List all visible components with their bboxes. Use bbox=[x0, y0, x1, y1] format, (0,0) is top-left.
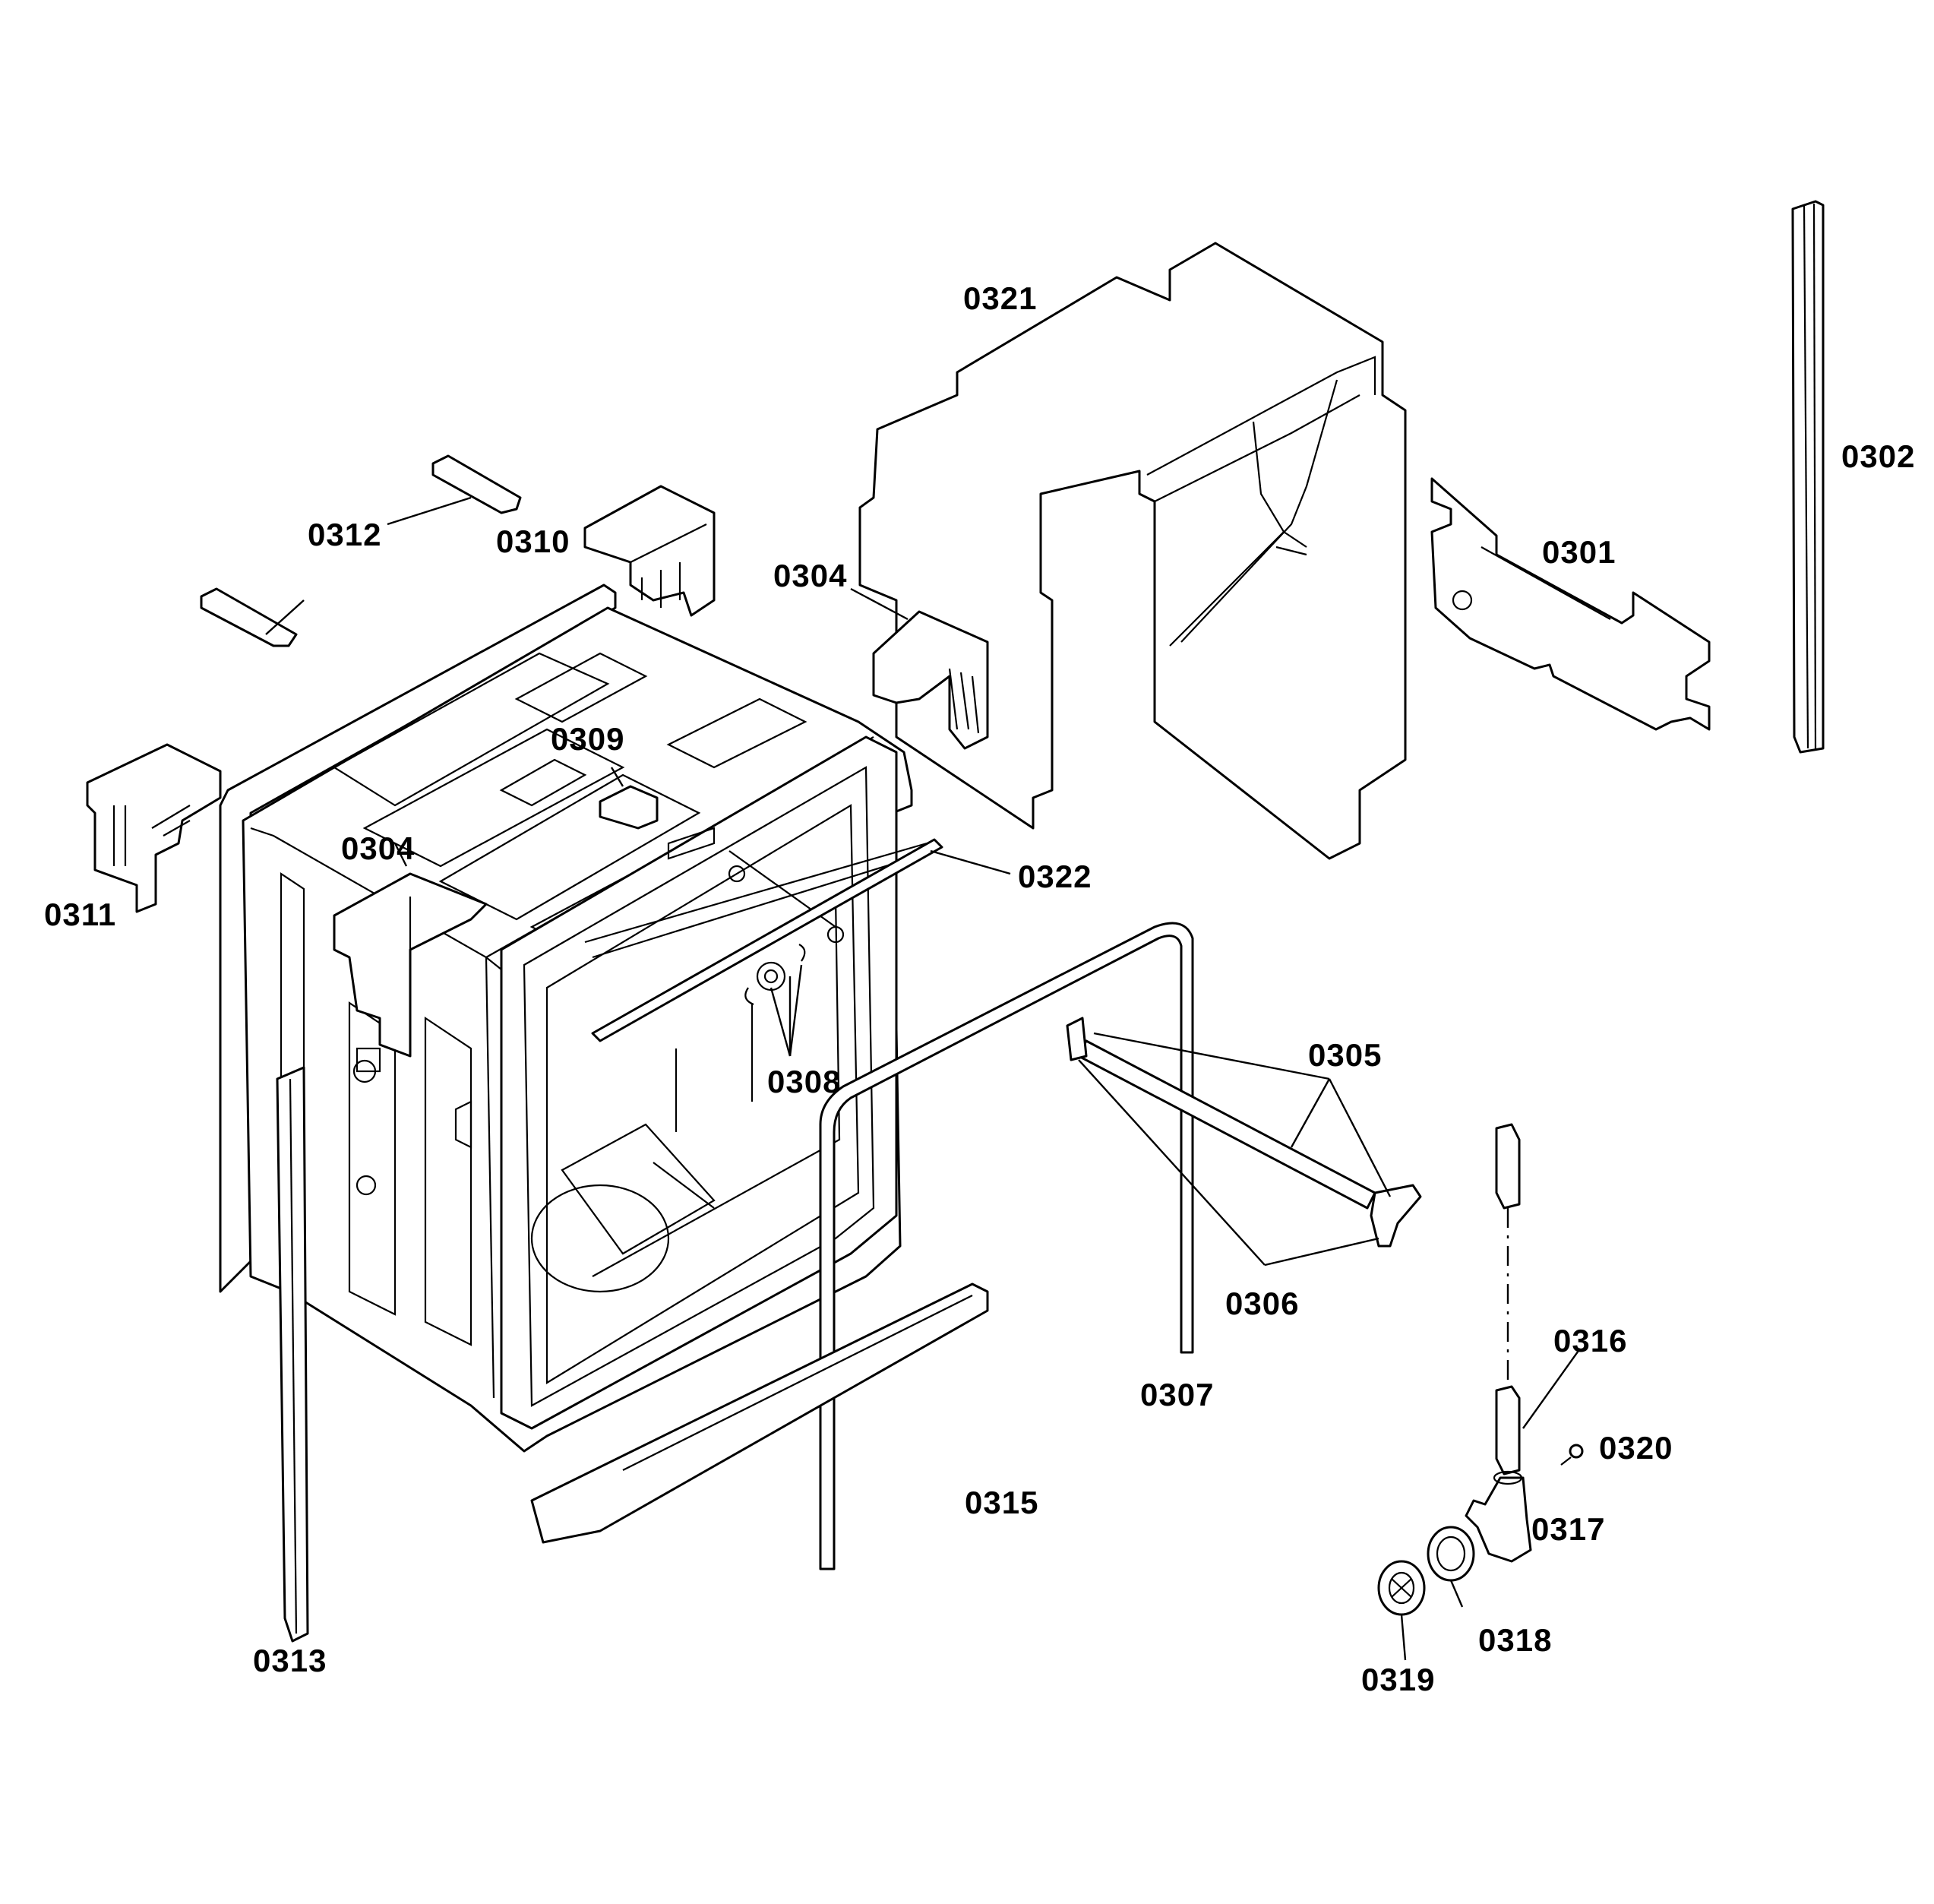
label-0301: 0301 bbox=[1542, 534, 1616, 570]
part-0307-door-seal bbox=[819, 922, 1194, 1570]
label-0308: 0308 bbox=[767, 1064, 842, 1099]
part-0318-ring bbox=[1427, 1526, 1475, 1582]
part-0322-rail bbox=[591, 838, 943, 1042]
label-0304-upper: 0304 bbox=[773, 558, 848, 593]
label-0316: 0316 bbox=[1553, 1323, 1628, 1358]
part-0319-cap bbox=[1377, 1560, 1426, 1616]
label-0312: 0312 bbox=[308, 517, 382, 552]
label-0310: 0310 bbox=[496, 523, 570, 559]
part-0321-insulation-cover bbox=[858, 242, 1407, 860]
label-0307: 0307 bbox=[1140, 1377, 1215, 1412]
part-0305-hinge-bar bbox=[1066, 1017, 1422, 1248]
part-0309-clip bbox=[599, 785, 659, 830]
label-0321: 0321 bbox=[963, 280, 1038, 316]
label-0309: 0309 bbox=[551, 721, 625, 757]
leader-lines bbox=[265, 496, 1581, 1661]
part-0315-kickplate bbox=[530, 1283, 989, 1544]
label-0304-lower: 0304 bbox=[341, 830, 416, 866]
part-0313-side-trim bbox=[276, 1066, 309, 1643]
label-0313: 0313 bbox=[253, 1643, 327, 1678]
part-0301-rear-plate bbox=[1430, 477, 1711, 731]
part-0302-trim-strip bbox=[1791, 200, 1825, 754]
label-0319: 0319 bbox=[1361, 1662, 1436, 1697]
part-0310-hinge-block bbox=[583, 485, 716, 617]
part-0304-bracket-lower bbox=[333, 872, 488, 1073]
part-0311-hinge-block bbox=[86, 743, 222, 913]
label-0305: 0305 bbox=[1308, 1037, 1383, 1073]
label-0318: 0318 bbox=[1478, 1622, 1553, 1658]
label-0322: 0322 bbox=[1018, 859, 1092, 894]
label-0315: 0315 bbox=[965, 1485, 1039, 1520]
label-0317: 0317 bbox=[1531, 1511, 1606, 1547]
part-0304-bracket-upper bbox=[872, 610, 989, 750]
label-0320: 0320 bbox=[1599, 1430, 1673, 1466]
label-0306: 0306 bbox=[1225, 1286, 1300, 1321]
part-0312-clips bbox=[200, 454, 522, 647]
label-0302: 0302 bbox=[1841, 438, 1916, 474]
part-tub-body bbox=[219, 584, 935, 1453]
part-0320-screw bbox=[1560, 1444, 1584, 1466]
part-0317-valve bbox=[1465, 1470, 1532, 1563]
part-0316-spring bbox=[1495, 1123, 1521, 1475]
label-0311: 0311 bbox=[44, 897, 117, 932]
